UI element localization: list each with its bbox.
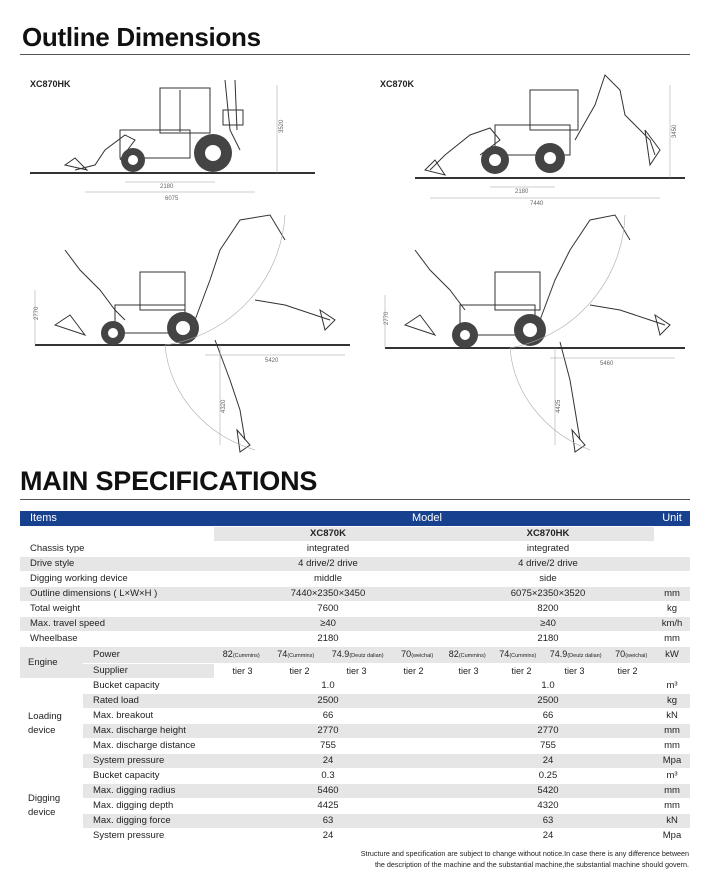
table-row: Total weight 7600 8200 kg — [20, 601, 690, 617]
dim-wheelbase: 2180 — [160, 184, 174, 190]
model-name: XC870K — [214, 526, 442, 542]
dim-wheelbase: 2180 — [515, 189, 529, 195]
dim-reach: 5420 — [265, 358, 279, 364]
dim-length: 7440 — [530, 201, 544, 207]
model-name: XC870HK — [442, 526, 654, 542]
header-unit: Unit — [654, 511, 690, 527]
model-name-row: XC870K XC870HK — [20, 526, 690, 542]
group-label-loading: Loading device — [20, 678, 83, 769]
table-row: Max. travel speed ≥40 ≥40 km/h — [20, 616, 690, 632]
dim-height: 2770 — [34, 306, 40, 320]
dim-depth: 4320 — [221, 399, 227, 413]
specifications-table: Items Model Unit XC870K XC870HK Chassis … — [20, 511, 690, 844]
table-row: Drive style 4 drive/2 drive 4 drive/2 dr… — [20, 556, 690, 572]
dim-height: 2770 — [384, 311, 390, 325]
backhoe-reach-drawing-left: 2770 5420 4320 — [34, 214, 350, 453]
drawing-model-label: XC870K — [380, 79, 415, 89]
backhoe-side-drawing-xc870hk: 2180 6075 3520 — [30, 79, 315, 202]
drawing-model-label: XC870HK — [30, 79, 71, 89]
dim-height: 3450 — [672, 124, 678, 138]
table-row: Chassis type integrated integrated — [20, 541, 690, 557]
disclaimer-note: Structure and specification are subject … — [360, 849, 689, 869]
header-items: Items — [20, 511, 214, 527]
table-header-row: Items Model Unit — [20, 511, 690, 527]
main-specifications-title: MAIN SPECIFICATIONS — [20, 466, 318, 496]
table-row: Digging working device middle side — [20, 571, 690, 587]
specs-title-rule — [20, 499, 690, 500]
group-label-digging: Digging device — [20, 768, 83, 844]
group-label-engine: Engine — [20, 646, 83, 679]
header-model: Model — [214, 511, 654, 527]
dim-length: 6075 — [165, 196, 179, 202]
dim-height: 3520 — [279, 119, 285, 133]
engine-power-row: Engine Power 82(Cummins) 74(Cummins) 74.… — [20, 646, 690, 679]
backhoe-reach-drawing-right: 2770 5460 4425 — [384, 214, 685, 453]
table-row: Wheelbase 2180 2180 mm — [20, 631, 690, 647]
backhoe-side-drawing-xc870k: 2180 7440 3450 — [415, 74, 685, 207]
title-rule — [20, 54, 690, 55]
dim-reach: 5460 — [600, 361, 614, 367]
outline-dimensions-title: Outline Dimensions — [22, 22, 261, 52]
dim-depth: 4425 — [556, 399, 562, 413]
table-row: Outline dimensions ( L×W×H ) 7440×2350×3… — [20, 586, 690, 602]
